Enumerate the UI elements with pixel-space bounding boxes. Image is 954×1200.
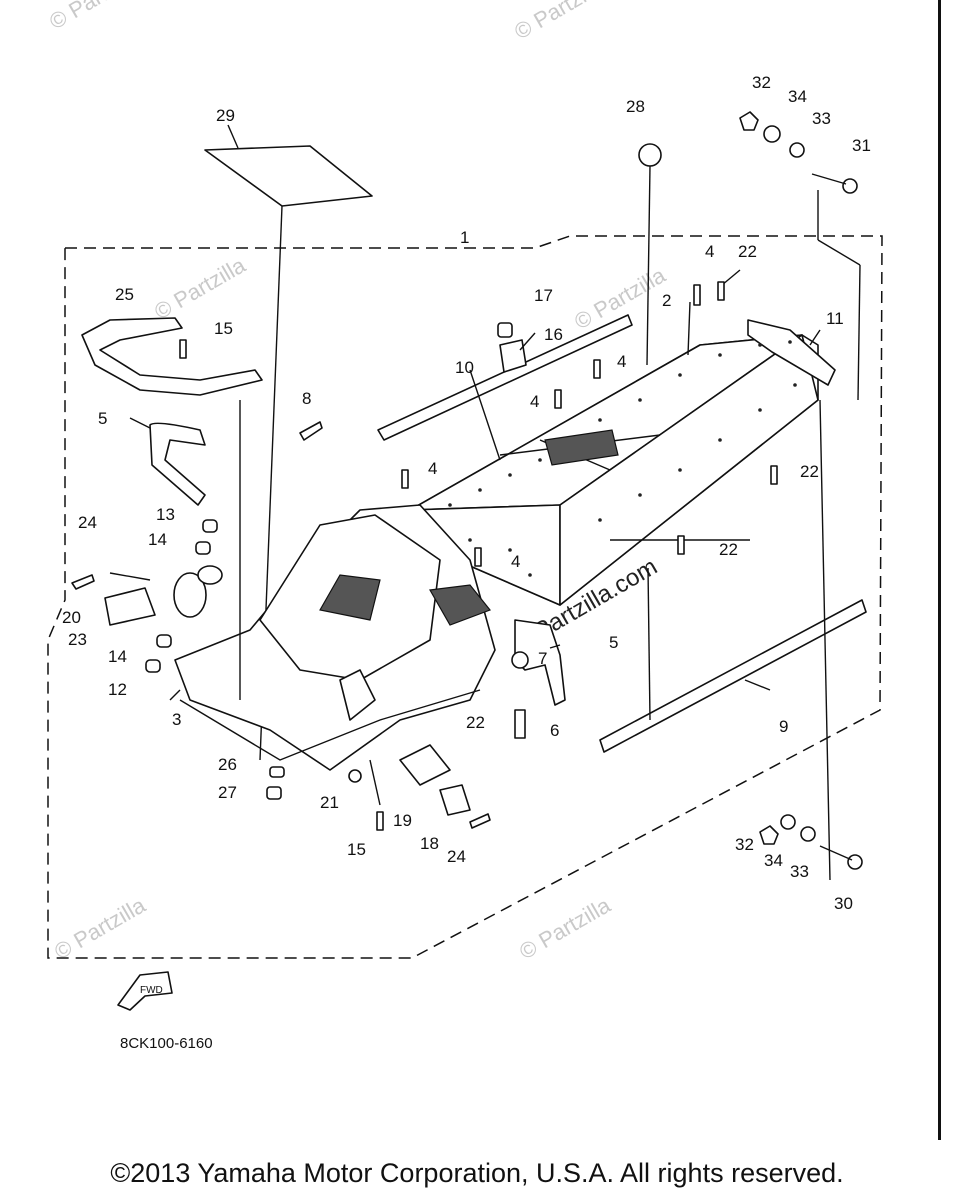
bolt-6-part	[514, 709, 526, 739]
watermark: © Partzilla	[45, 0, 145, 34]
bolt-31-part	[842, 178, 858, 194]
nut-7-part	[511, 651, 529, 669]
grommet-13-part	[202, 519, 218, 533]
part-code: 8CK100-6160	[120, 1035, 213, 1052]
leader-lines	[109, 165, 861, 881]
callout-1: 1	[460, 228, 469, 247]
grommet-14-part	[195, 541, 211, 555]
callout-20: 20	[62, 608, 81, 627]
small-parts	[104, 111, 863, 870]
callout-2: 2	[662, 291, 671, 310]
tube-5-part	[149, 422, 206, 506]
callout-9: 9	[779, 717, 788, 736]
watermark: © Partzilla	[150, 252, 250, 324]
callout-24: 24	[78, 513, 97, 532]
fasteners	[71, 281, 778, 831]
watermark: © Partzilla	[515, 892, 615, 964]
front-frame	[173, 504, 496, 771]
callout-19: 19	[393, 811, 412, 830]
washer-21-part	[348, 769, 362, 783]
callout-7: 7	[538, 649, 547, 668]
bolt-30-part	[847, 854, 863, 870]
fwd-label: FWD	[140, 985, 163, 996]
callout-4: 4	[617, 352, 626, 371]
mat-part	[204, 145, 373, 207]
plate-20-part	[104, 587, 156, 626]
callout-10: 10	[455, 358, 474, 377]
callout-18: 18	[420, 834, 439, 853]
callout-28: 28	[626, 97, 645, 116]
callout-6: 6	[550, 721, 559, 740]
nut-17-part	[497, 322, 513, 338]
callout-22: 22	[738, 242, 757, 261]
callout-14: 14	[148, 530, 167, 549]
watermark: © Partzilla	[510, 0, 610, 44]
callout-8: 8	[302, 389, 311, 408]
copyright-notice: ©2013 Yamaha Motor Corporation, U.S.A. A…	[110, 1158, 844, 1188]
callout-4: 4	[428, 459, 437, 478]
grommet-12-part	[145, 659, 161, 673]
callout-15: 15	[347, 840, 366, 859]
cap-28-part	[638, 143, 662, 167]
bracket-11-part	[747, 319, 836, 386]
fwd-arrow-icon: FWD	[117, 971, 173, 1011]
callout-32: 32	[735, 835, 754, 854]
washer-33b-part	[800, 826, 816, 842]
callout-16: 16	[544, 325, 563, 344]
nut-32b-part	[759, 825, 779, 845]
callout-labels: 1 2 3 4 4 4 4 4 5 5 6 7 8 9 10 11 12 13 …	[62, 73, 871, 913]
callout-4: 4	[511, 552, 520, 571]
callout-31: 31	[852, 136, 871, 155]
tunnel-assembly	[409, 334, 819, 606]
callout-13: 13	[156, 505, 175, 524]
callout-34: 34	[764, 851, 783, 870]
callout-33: 33	[790, 862, 809, 881]
callout-11: 11	[826, 309, 844, 328]
bracket-16-part	[499, 339, 527, 373]
nut-32-part	[739, 111, 759, 131]
callout-23: 23	[68, 630, 87, 649]
grommet-26-part	[269, 766, 285, 778]
callout-22: 22	[466, 713, 485, 732]
callout-4: 4	[705, 242, 714, 261]
bumper-part	[81, 317, 263, 396]
plate-18-part	[439, 784, 471, 816]
callout-30: 30	[834, 894, 853, 913]
callout-17: 17	[534, 286, 553, 305]
rail-9-part	[599, 599, 867, 753]
grommet-14b-part	[156, 634, 172, 648]
washer-34b-part	[780, 814, 796, 830]
callout-21: 21	[320, 793, 339, 812]
collar-27-part	[266, 786, 282, 800]
callout-22: 22	[719, 540, 738, 559]
callout-33: 33	[812, 109, 831, 128]
callout-26: 26	[218, 755, 237, 774]
callout-5: 5	[98, 409, 107, 428]
callout-12: 12	[108, 680, 127, 699]
callout-25: 25	[115, 285, 134, 304]
callout-15: 15	[214, 319, 233, 338]
callout-3: 3	[172, 710, 181, 729]
callout-24: 24	[447, 847, 466, 866]
callout-5: 5	[609, 633, 618, 652]
callout-29: 29	[216, 106, 235, 125]
rivets	[448, 340, 797, 577]
watermark: © Partzilla	[50, 892, 150, 964]
callout-34: 34	[788, 87, 807, 106]
washer-33-part	[789, 142, 805, 158]
plate-19-part	[399, 744, 451, 786]
callout-14: 14	[108, 647, 127, 666]
page-edge-line	[938, 0, 941, 1140]
rail-10-part	[377, 314, 633, 441]
callout-4: 4	[530, 392, 539, 411]
callout-32: 32	[752, 73, 771, 92]
callout-27: 27	[218, 783, 237, 802]
washer-34-part	[763, 125, 781, 143]
callout-22: 22	[800, 462, 819, 481]
